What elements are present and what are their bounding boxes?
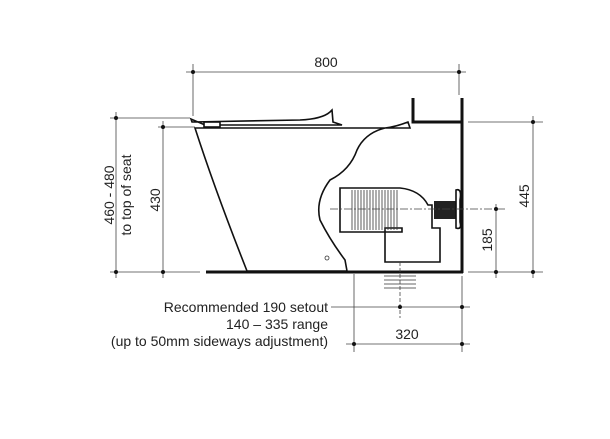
adjustment-note: (up to 50mm sideways adjustment) <box>111 333 328 349</box>
setout-note: Recommended 190 setout <box>164 299 328 315</box>
setout-notes: Recommended 190 setout 140 – 335 range (… <box>111 299 328 349</box>
outlet-height-label: 185 <box>479 228 495 252</box>
wall-and-floor <box>206 98 464 274</box>
outlet-height-dimension: 185 <box>479 204 498 278</box>
pan-connector <box>339 187 462 289</box>
toilet-pan <box>193 120 412 272</box>
seat-height-note: to top of seat <box>118 154 134 235</box>
floor-outlet-label: 320 <box>395 326 419 342</box>
overall-length-label: 800 <box>314 54 338 70</box>
seat-height-label: 460 - 480 <box>101 165 117 224</box>
range-note: 140 – 335 range <box>226 316 328 332</box>
pan-height-label: 430 <box>147 188 163 212</box>
setout-dimension: 320 <box>331 262 470 352</box>
toilet-seat <box>189 108 343 128</box>
seat-height-dimension: 460 - 480 to top of seat <box>101 112 200 278</box>
overall-length-dimension: 800 <box>186 54 466 116</box>
wall-height-dimension: 445 <box>468 116 543 278</box>
wall-height-label: 445 <box>516 184 532 208</box>
pan-height-dimension: 430 <box>147 121 195 278</box>
